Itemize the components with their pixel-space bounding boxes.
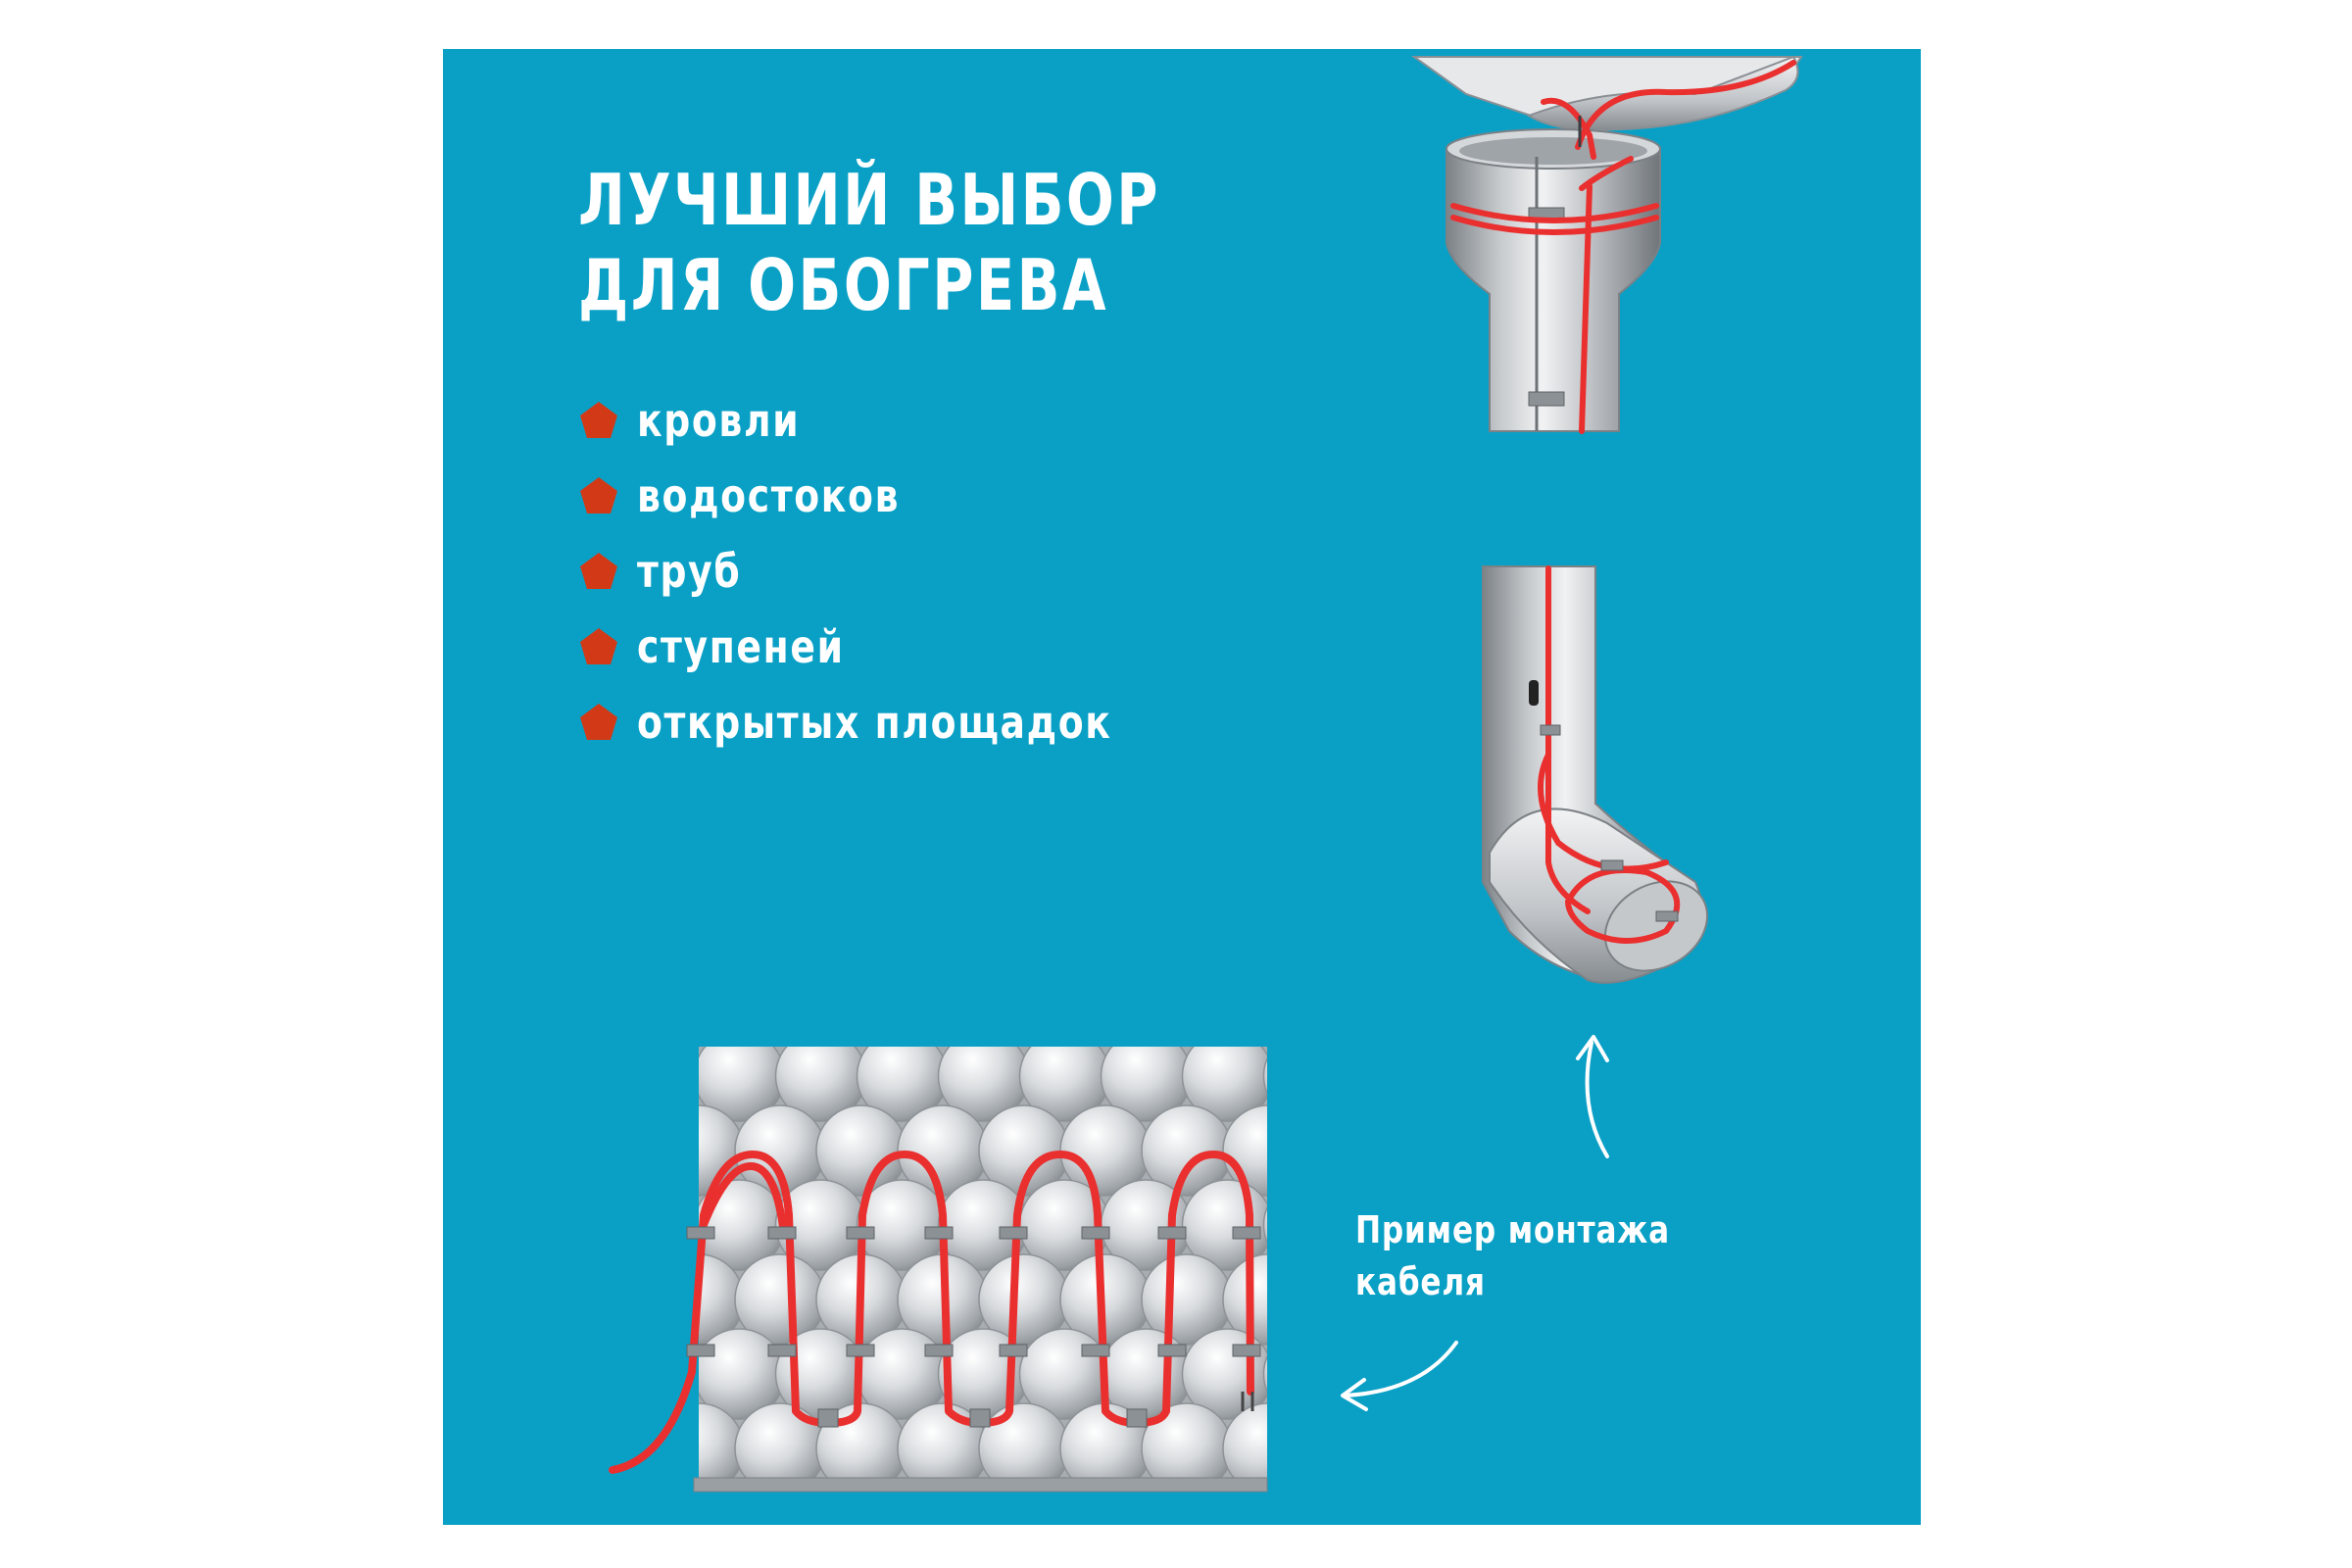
cable-clip (767, 1344, 797, 1357)
cable-clip (1081, 1344, 1110, 1357)
cable-clip (1157, 1226, 1187, 1240)
heating-cable-roof (609, 1151, 1254, 1474)
pipe-elbow-illustration (1482, 565, 1709, 984)
roof-tile (979, 1552, 1069, 1568)
roof-tile (1060, 1552, 1151, 1568)
pentagon-icon (580, 477, 617, 514)
roof-tile (735, 1552, 825, 1568)
funnel-body (1446, 148, 1661, 432)
list-item-label: открытых площадок (637, 696, 1112, 749)
caption-line-1: Пример монтажа (1355, 1208, 1670, 1251)
roof-tile (1264, 1478, 1354, 1568)
cable-clip (1081, 1226, 1110, 1240)
roof-tile (1222, 1104, 1267, 1197)
pipe-opening (1603, 880, 1709, 972)
curved-arrow-icon (1343, 1341, 1458, 1397)
roof-tile (1223, 1552, 1313, 1568)
cable-clip (924, 1344, 954, 1357)
roof-tiles-illustration (609, 1031, 1476, 1568)
cable-clip (767, 1226, 797, 1240)
roof-tile (1181, 1047, 1267, 1122)
cable-clip (1157, 1344, 1187, 1357)
roof-bottom-edge (693, 1477, 1268, 1493)
roof-tile (699, 1054, 705, 1098)
list-item: труб (578, 545, 764, 598)
pentagon-icon (580, 628, 617, 664)
roof-tile (613, 1478, 704, 1568)
title-line-1: ЛУЧШИЙ ВЫБОР (578, 159, 1160, 241)
cable-clip (817, 1408, 839, 1428)
roof-tile (1386, 1105, 1476, 1196)
cable-clip (969, 1408, 991, 1428)
roof-tile (654, 1552, 744, 1568)
roof-tile (1386, 1552, 1476, 1568)
list-item-label: труб (637, 545, 742, 598)
cable-clip (1126, 1408, 1148, 1428)
list-item-label: водостоков (637, 469, 901, 522)
list-item: ступеней (578, 620, 890, 673)
cable-clip (686, 1226, 715, 1240)
roof-tile (1142, 1552, 1232, 1568)
roof-tile (1262, 1056, 1267, 1096)
roof-tile (1304, 1105, 1395, 1196)
roof-tile (1386, 1403, 1476, 1494)
roof-tile (1346, 1478, 1436, 1568)
title-line-2: ДЛЯ ОБОГРЕВА (578, 244, 1108, 326)
cable-clip (999, 1344, 1028, 1357)
list-item: водостоков (578, 469, 957, 522)
cable-clip (924, 1226, 954, 1240)
curved-arrow-icon (1585, 1041, 1609, 1158)
pentagon-icon (580, 704, 617, 740)
roof-tile (816, 1552, 906, 1568)
cable-clip (999, 1226, 1028, 1240)
list-item-label: ступеней (637, 620, 845, 673)
roof-tile (1262, 1205, 1267, 1245)
list-item-label: кровли (637, 394, 801, 447)
roof-tile (699, 1203, 705, 1247)
list-item: открытых площадок (578, 696, 1216, 749)
roof-tile (1222, 1253, 1267, 1346)
roof-tile (1262, 1354, 1267, 1394)
roof-tile (1304, 1552, 1395, 1568)
caption-line-2: кабеля (1355, 1260, 1486, 1303)
cable-clip (846, 1344, 875, 1357)
roof-tile (1222, 1402, 1267, 1482)
cable-clip (1232, 1226, 1261, 1240)
funnel-illustration (1410, 55, 1803, 434)
roof-tile (898, 1552, 988, 1568)
roof-tile (1346, 1031, 1436, 1121)
cable-clip (1232, 1344, 1261, 1357)
pentagon-icon (580, 553, 617, 589)
roof-tile (1304, 1403, 1395, 1494)
list-item: кровли (578, 394, 836, 447)
pentagon-icon (580, 402, 617, 438)
cable-clip (846, 1226, 875, 1240)
cable-clip (686, 1344, 715, 1357)
